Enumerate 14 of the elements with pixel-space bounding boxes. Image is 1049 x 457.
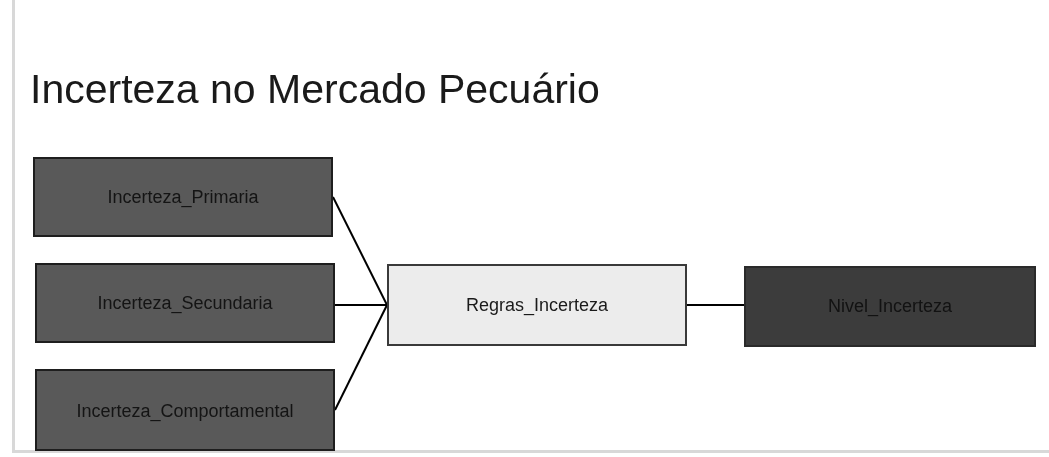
process-box <box>744 266 1036 347</box>
connector-line <box>332 196 388 306</box>
box-label: Incerteza_Comportamental <box>76 401 294 422</box>
diagram-title: Incerteza no Mercado Pecuário <box>30 66 600 113</box>
connector-line <box>334 304 388 306</box>
box-label: Incerteza_Secundaria <box>97 292 273 314</box>
connector-line <box>686 304 745 306</box>
process-box <box>35 369 335 451</box>
box-label: Incerteza_Primaria <box>107 186 259 208</box>
process-box <box>35 263 335 343</box>
box-label: Regras_Incerteza <box>465 294 609 316</box>
process-box <box>33 157 333 237</box>
process-box <box>387 264 687 346</box>
connector-line <box>334 304 388 411</box>
